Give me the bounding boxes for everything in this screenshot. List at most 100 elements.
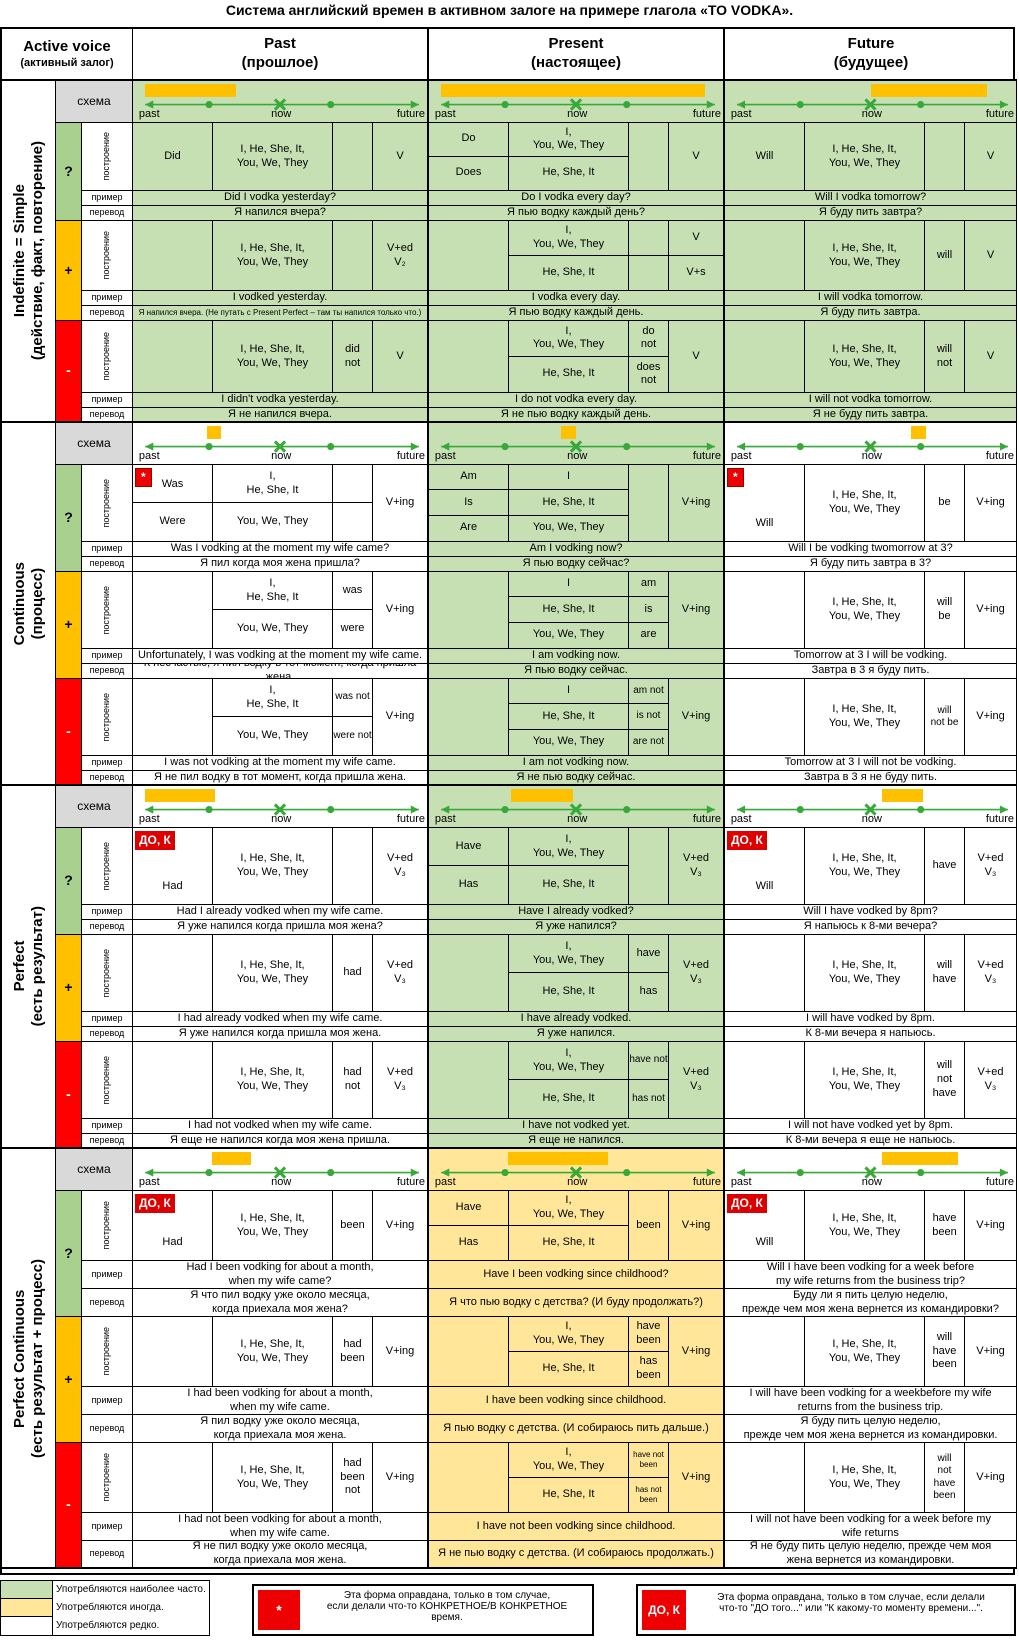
construction-cell: Will	[725, 123, 805, 190]
timeline-label-past: past	[730, 1176, 752, 1189]
cell-text: will have	[932, 959, 957, 985]
construction-cell: V+ing	[669, 1191, 723, 1260]
translation-label: перевод	[82, 920, 133, 935]
example-present-m: I am not vodking now.	[429, 756, 725, 771]
timeline-label-future: future	[985, 450, 1014, 463]
construction-cell: V	[373, 123, 427, 190]
cell-text: I, He, She, It, You, We, They	[236, 1066, 309, 1092]
timeline-label-past: past	[138, 1176, 160, 1189]
construction-cell: I, He, She, It, You, We, They	[213, 123, 333, 190]
example-future-q: Will I vodka tomorrow?	[725, 191, 1017, 206]
translation-future-q: Я буду пить завтра в 3?	[725, 557, 1017, 572]
translation-future-p: Я буду пить завтра.	[725, 306, 1017, 321]
construction-cell: V+ing	[669, 1443, 723, 1512]
cell-text: V+ed V₃	[977, 959, 1004, 985]
construction-cell	[725, 572, 805, 648]
scheme-label: схема	[56, 81, 133, 123]
construction-cell: been	[629, 1191, 669, 1260]
construction-cell: I, He, She, It	[213, 465, 333, 503]
construction-cell: am not	[629, 679, 669, 705]
construction-cell: I, You, We, They	[509, 1191, 629, 1226]
cell-text: V+ed V₃	[387, 852, 413, 878]
timeline-label-now: now	[271, 450, 292, 463]
cell-text: had been not	[340, 1456, 365, 1497]
timeline-label-now: now	[861, 813, 882, 826]
timeline-dot	[623, 100, 631, 109]
arrow-left-icon	[441, 442, 450, 451]
construction-cell: V	[669, 221, 723, 256]
construction-cell: V	[373, 321, 427, 392]
example-future-q: Will I be vodking twomorrow at 3?	[725, 542, 1017, 557]
timeline-dot	[623, 442, 631, 451]
cell-text: I, He, She, It	[246, 576, 299, 603]
cell-text: am not	[633, 684, 664, 696]
cell-text: V+ing	[385, 496, 415, 509]
cell-text: am	[640, 577, 657, 590]
timeline-label-past: past	[138, 813, 160, 826]
cell-text: been	[340, 1218, 365, 1231]
construction-cell: I, He, She, It, You, We, They	[213, 321, 333, 392]
cell-text: I, He, She, It, You, We, They	[828, 342, 901, 369]
construction-cell: V	[965, 123, 1016, 190]
construction-cell: is	[629, 597, 669, 623]
example-future-q: Will I have vodked by 8pm?	[725, 905, 1017, 920]
now-cross-icon	[273, 803, 287, 816]
construction-cell: He, She, It	[509, 356, 629, 392]
example-past-p: Unfortunately, I was vodking at the mome…	[133, 649, 429, 664]
cell-text: I, He, She, It, You, We, They	[236, 1211, 309, 1238]
page-title: Система английский времен в активном зал…	[225, 2, 794, 18]
pc-past-time-bar	[212, 1152, 251, 1165]
legend-dok-mark: ДО, К	[642, 1590, 686, 1630]
construction-cell: V+ing	[373, 572, 427, 648]
construction-cell	[133, 221, 213, 290]
timeline-dot	[501, 442, 509, 451]
cell-text: He, She, It	[542, 985, 595, 998]
timeline-label-past: past	[434, 1176, 456, 1189]
timeline-label-future: future	[692, 813, 721, 826]
construction-cell: V+ing	[669, 465, 723, 541]
construction-cell: I, He, She, It	[213, 679, 333, 717]
construction-cell: I, He, She, It, You, We, They	[213, 1191, 333, 1260]
construction-cell	[725, 321, 805, 392]
translation-label: перевод	[82, 1541, 133, 1569]
cell-text: V+ing	[681, 603, 711, 616]
example-past-m: I had not been vodking for about a month…	[133, 1513, 429, 1541]
arrow-left-icon	[441, 805, 450, 814]
cell-text: will	[936, 248, 953, 261]
build-label-text: построение	[101, 1201, 112, 1250]
now-cross-icon	[273, 440, 287, 453]
cell-text: V	[692, 230, 700, 243]
timeline-dot	[796, 805, 804, 814]
cell-text: V	[692, 349, 700, 362]
construction-cell: will have	[925, 935, 965, 1011]
construction-cell	[133, 1042, 213, 1118]
construction-cell: I, He, She, It, You, We, They	[213, 1317, 333, 1386]
build-label: построение	[82, 465, 133, 542]
construction-cell	[429, 1443, 509, 1512]
construction-cell: Has	[429, 866, 509, 904]
construction-cell: Do	[429, 123, 509, 157]
cell-text: You, We, They	[236, 515, 309, 528]
timeline-label-past: past	[730, 108, 752, 121]
now-cross-icon	[569, 440, 583, 453]
example-past-p: I had been vodking for about a month, wh…	[133, 1387, 429, 1415]
cell-text: Was	[161, 478, 184, 491]
build-label-text: построение	[101, 1055, 112, 1105]
example-label: пример	[82, 191, 133, 206]
cell-text: Has	[458, 878, 479, 891]
cell-text: V+ing	[681, 1470, 711, 1483]
timeline-dot	[327, 442, 335, 451]
construction-cell: have been	[629, 1317, 669, 1352]
construction-cell	[629, 123, 669, 190]
